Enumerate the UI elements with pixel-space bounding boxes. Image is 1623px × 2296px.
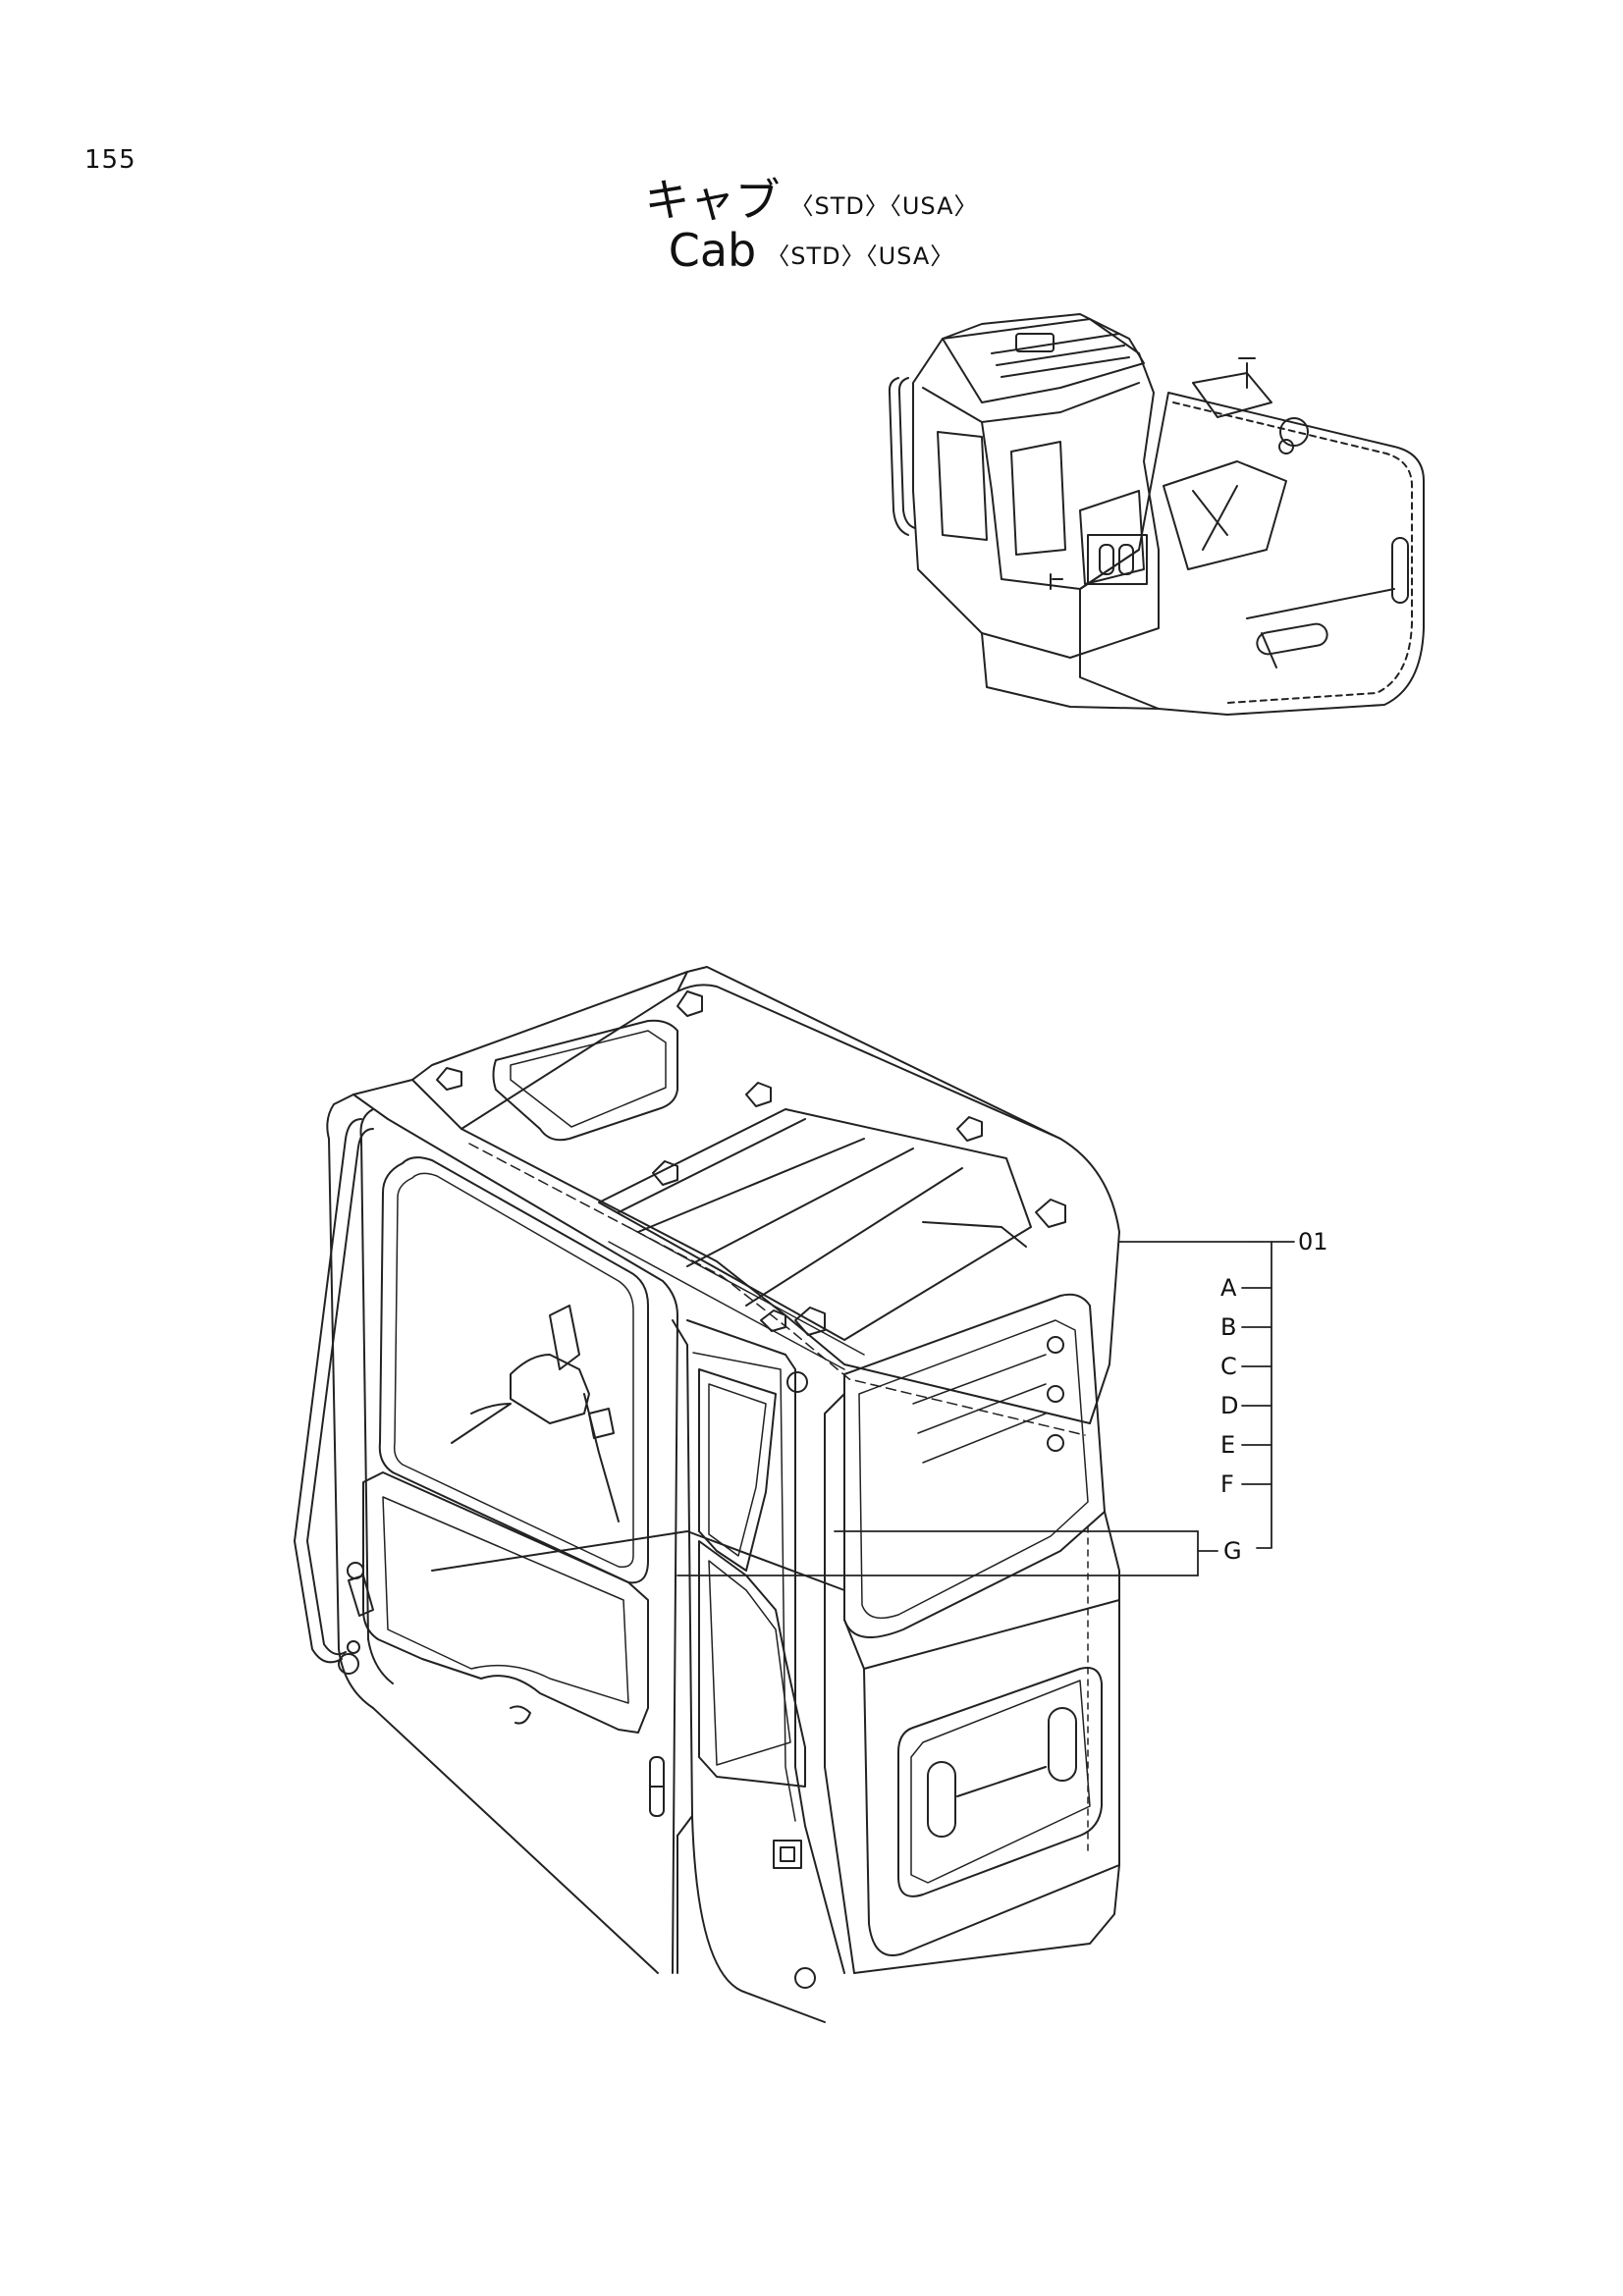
leader-bracket (1256, 1241, 1272, 1549)
inset-excavator-overview (888, 313, 1425, 716)
page-number: 155 (84, 145, 136, 175)
title-jp-text: キャブ (644, 174, 781, 227)
callout-labels: 01 A B C D E F G (1220, 1228, 1328, 1565)
page-title-english: Cab 〈STD〉〈USA〉 (0, 224, 1623, 277)
callout-F: F (1220, 1470, 1234, 1498)
title-en-tags: 〈STD〉〈USA〉 (766, 242, 955, 270)
callout-G: G (1223, 1537, 1242, 1565)
callout-A: A (1220, 1274, 1237, 1302)
callout-E: E (1220, 1431, 1235, 1459)
title-jp-tags: 〈STD〉〈USA〉 (789, 192, 979, 220)
callout-D: D (1220, 1392, 1238, 1419)
callout-C: C (1220, 1353, 1237, 1380)
callout-B: B (1220, 1313, 1236, 1341)
callout-leaders (676, 1241, 1295, 1576)
main-cab-drawing (294, 966, 1120, 2023)
callout-01: 01 (1298, 1228, 1328, 1255)
title-en-text: Cab (668, 224, 757, 277)
page-title-japanese: キャブ〈STD〉〈USA〉 (0, 165, 1623, 230)
